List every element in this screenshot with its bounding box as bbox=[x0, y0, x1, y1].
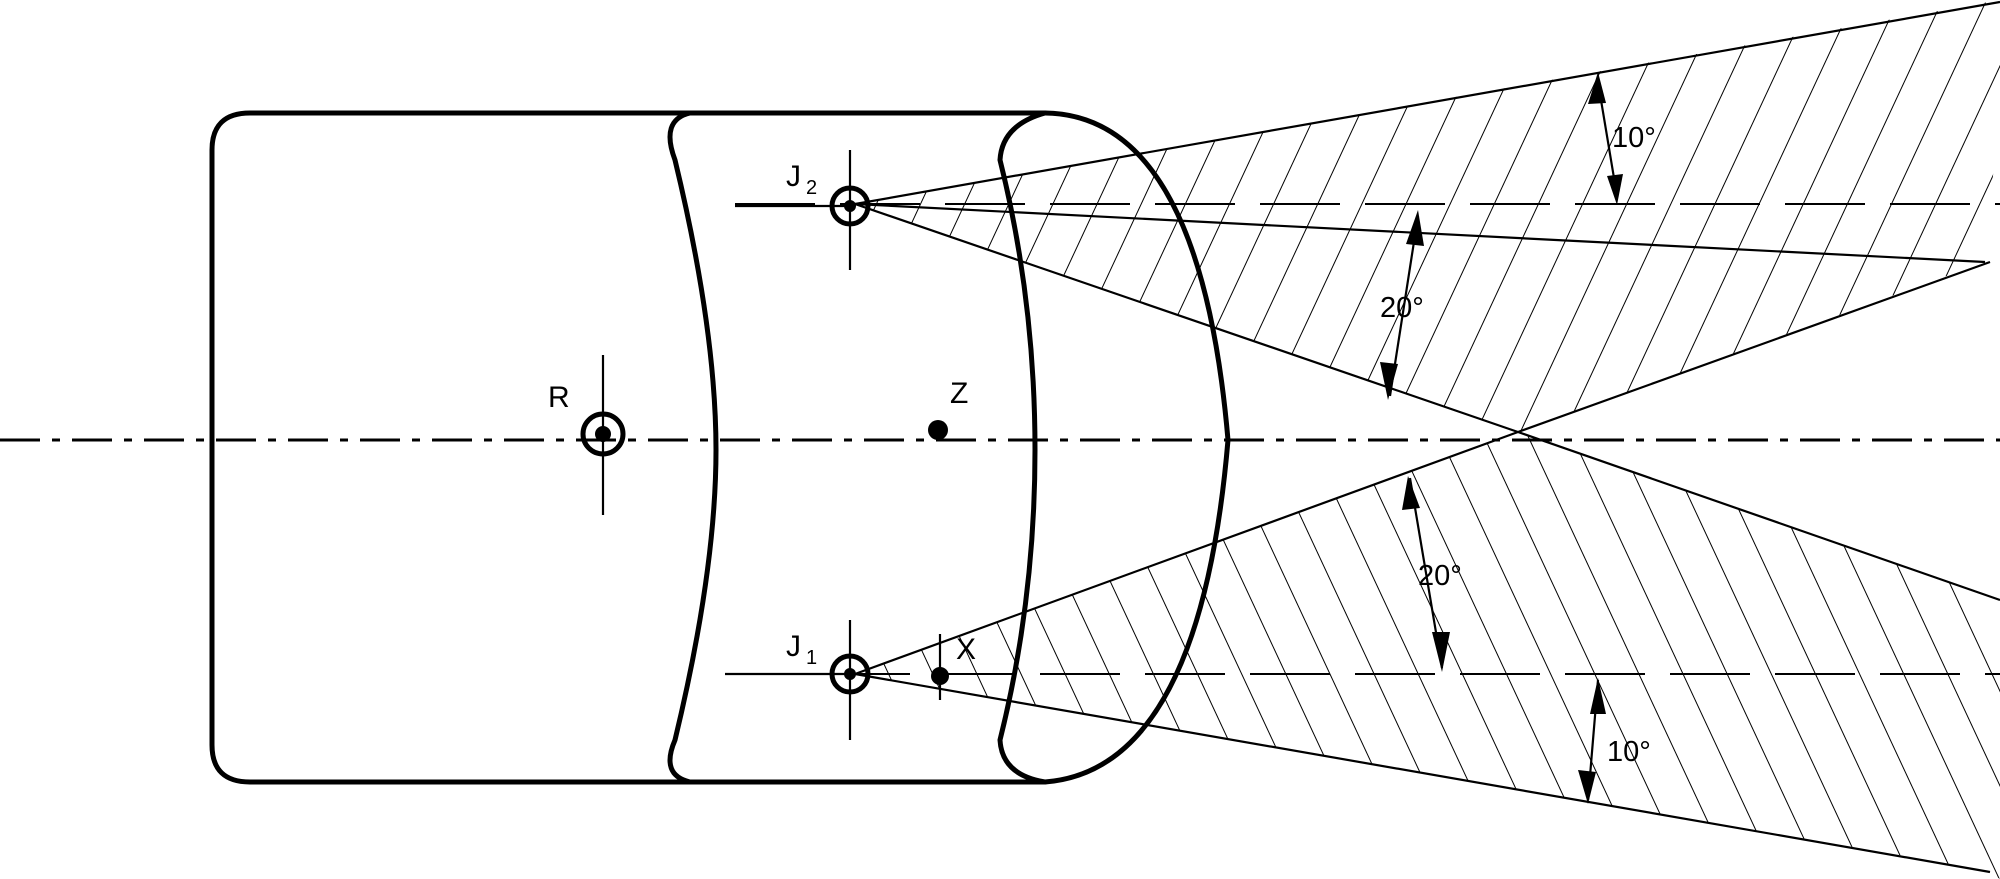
label-j1-sub: 1 bbox=[806, 647, 817, 669]
j1-crosshair bbox=[725, 620, 871, 740]
angle-label-upper-inner: 20° bbox=[1380, 292, 1424, 324]
lower-beam-zone bbox=[854, 430, 2000, 879]
angle-arrow-lower-outer bbox=[1578, 678, 1606, 804]
angle-label-lower-outer: 10° bbox=[1607, 736, 1651, 768]
lamp-body bbox=[209, 110, 1231, 785]
angle-label-upper-outer: 10° bbox=[1612, 122, 1656, 154]
label-j2-sub: 2 bbox=[806, 177, 817, 199]
angle-arrow-upper-outer bbox=[1588, 72, 1623, 205]
label-x: X bbox=[956, 633, 976, 666]
label-j1: J bbox=[786, 630, 801, 663]
angle-label-lower-inner: 20° bbox=[1418, 560, 1462, 592]
angle-arrow-upper-inner bbox=[1380, 210, 1424, 400]
angle-arrow-lower-inner bbox=[1402, 476, 1450, 672]
label-r: R bbox=[548, 381, 570, 414]
j2-crosshair bbox=[735, 150, 871, 270]
r-crosshair bbox=[580, 355, 626, 515]
z-point bbox=[928, 420, 948, 440]
label-z: Z bbox=[950, 377, 968, 410]
upper-beam-zone bbox=[854, 0, 2000, 434]
label-j2: J bbox=[786, 160, 801, 193]
